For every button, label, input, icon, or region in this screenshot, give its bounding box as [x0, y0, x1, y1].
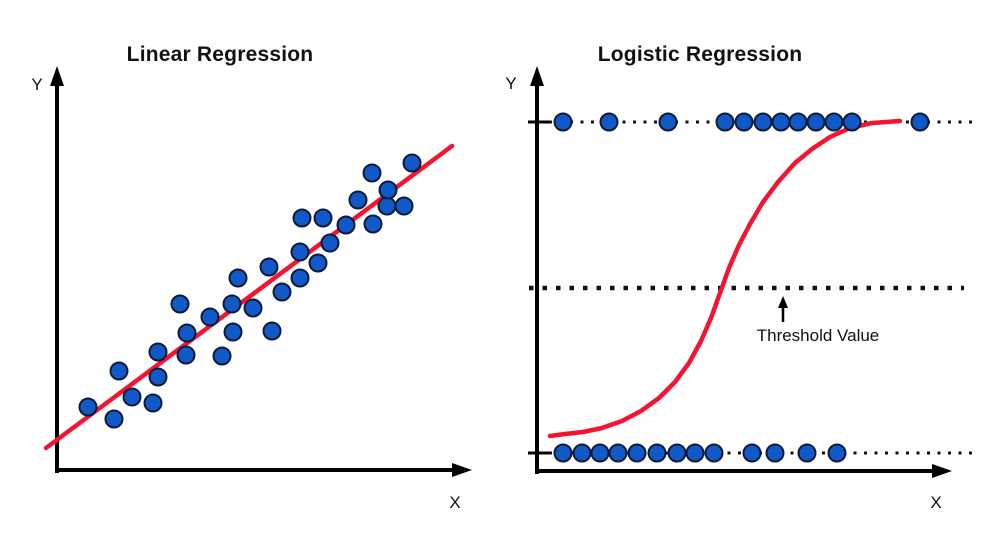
linear-data-point [377, 196, 397, 216]
linear-data-point [122, 387, 142, 407]
linear-data-point [148, 367, 168, 387]
logistic-class0-point [765, 443, 785, 463]
logistic-class0-point [827, 443, 847, 463]
linear-data-point [290, 268, 310, 288]
linear-data-point [336, 215, 356, 235]
logistic-sigmoid-curve [547, 118, 903, 439]
linear-data-point [259, 257, 279, 277]
linear-data-point [104, 409, 124, 429]
logistic-class1-point [806, 112, 826, 132]
logistic-class0-point [647, 443, 667, 463]
logistic-class0-point [608, 443, 628, 463]
linear-data-point [243, 298, 263, 318]
linear-data-point [262, 321, 282, 341]
logistic-class1-point [842, 112, 862, 132]
logistic-class0-point [627, 443, 647, 463]
logistic-y-axis-arrowhead-icon [530, 66, 544, 86]
linear-data-point [320, 233, 340, 253]
logistic-class1-point [910, 112, 930, 132]
logistic-class0-point [590, 443, 610, 463]
logistic-class1-point [734, 112, 754, 132]
linear-data-point [402, 153, 422, 173]
linear-data-point [170, 294, 190, 314]
logistic-class1-point [715, 112, 735, 132]
logistic-x-axis-label: X [930, 493, 942, 512]
linear-data-point [223, 322, 243, 342]
logistic-regression-title: Logistic Regression [597, 43, 803, 66]
logistic-x-axis-arrowhead-icon [932, 464, 952, 478]
linear-data-point [394, 196, 414, 216]
logistic-class1-point [753, 112, 773, 132]
linear-data-point [313, 208, 333, 228]
logistic-class1-point [553, 112, 573, 132]
linear-data-point [272, 282, 292, 302]
linear-data-point [290, 242, 310, 262]
linear-data-point [78, 397, 98, 417]
linear-data-point [363, 214, 383, 234]
logistic-class0-point [797, 443, 817, 463]
logistic-class0-point [685, 443, 705, 463]
linear-data-point [222, 294, 242, 314]
logistic-class1-point [788, 112, 808, 132]
logistic-class0-point [704, 443, 724, 463]
logistic-class1-point [599, 112, 619, 132]
linear-data-point [348, 190, 368, 210]
linear-y-axis-label: Y [31, 75, 43, 94]
logistic-class0-point [553, 443, 573, 463]
logistic-class1-point [824, 112, 844, 132]
logistic-class1-point [658, 112, 678, 132]
threshold-arrow-head-icon [778, 296, 788, 308]
linear-data-point [308, 253, 328, 273]
linear-regression-title: Linear Regression [126, 43, 314, 66]
linear-data-point [212, 346, 232, 366]
linear-data-point [148, 342, 168, 362]
linear-y-axis-arrowhead-icon [50, 66, 64, 86]
linear-data-point [362, 163, 382, 183]
logistic-class0-point [667, 443, 687, 463]
linear-data-point [378, 180, 398, 200]
linear-data-point [176, 345, 196, 365]
linear-data-point [177, 323, 197, 343]
linear-x-axis-arrowhead-icon [452, 463, 472, 477]
linear-data-point [200, 307, 220, 327]
logistic-y-axis-label: Y [505, 74, 517, 93]
linear-data-point [292, 208, 312, 228]
linear-data-point [109, 361, 129, 381]
threshold-value-label: Threshold Value [756, 326, 880, 345]
logistic-class0-point [742, 443, 762, 463]
logistic-class1-point [771, 112, 791, 132]
linear-x-axis-label: X [449, 493, 461, 512]
linear-data-point [143, 393, 163, 413]
logistic-class0-point [572, 443, 592, 463]
linear-data-point [228, 268, 248, 288]
